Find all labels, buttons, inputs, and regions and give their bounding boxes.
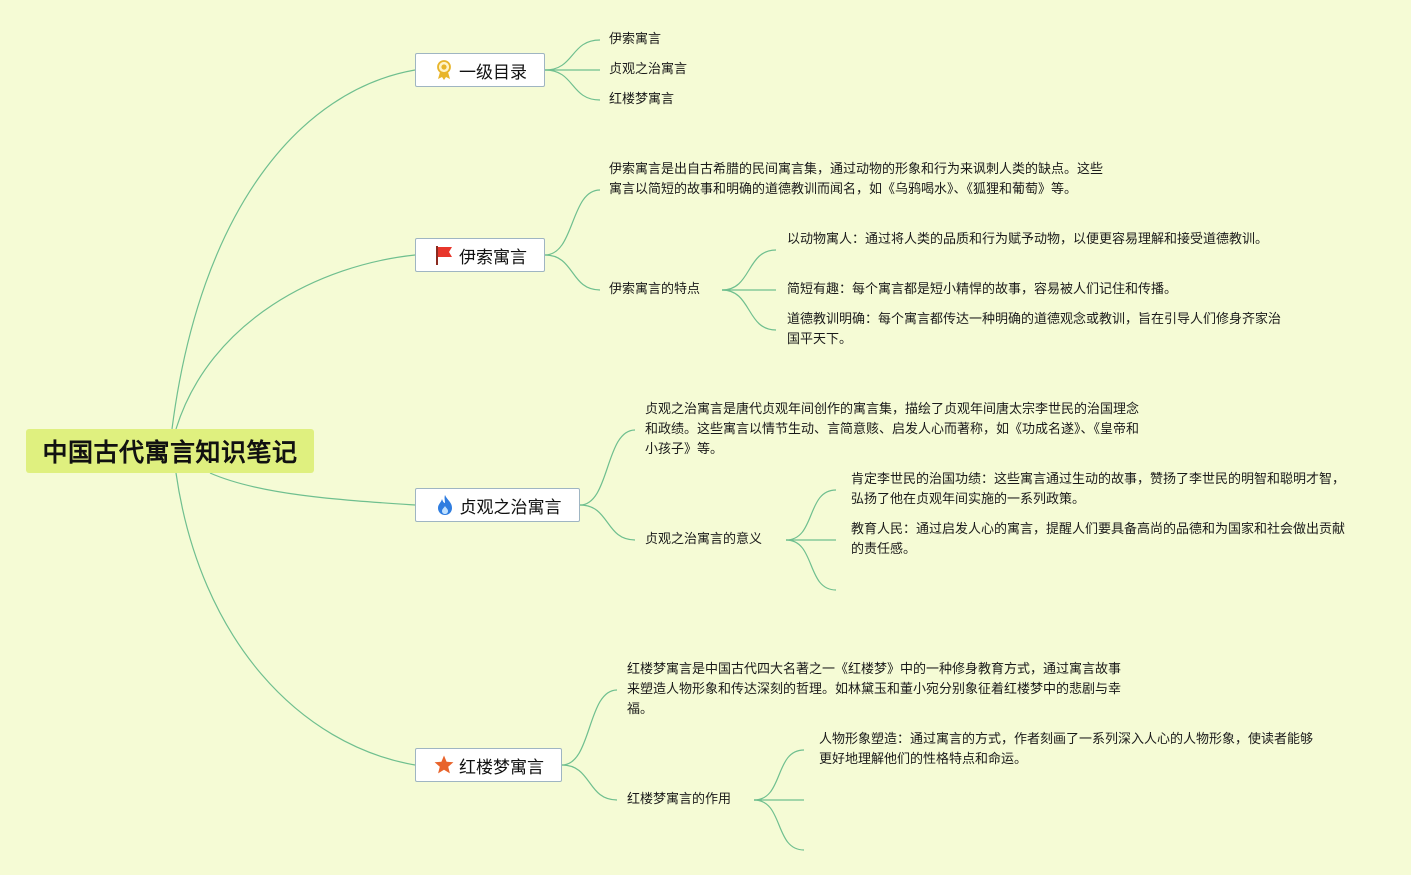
- branch-toc-title: 一级目录: [459, 62, 527, 83]
- zhenguan-significance-1[interactable]: 肯定李世民的治国功绩：这些寓言通过生动的故事，赞扬了李世民的明智和聪明才智，弘扬…: [851, 472, 1346, 507]
- connector-honglou-sub-3: [753, 799, 805, 851]
- toc-item-2[interactable]: 贞观之治寓言: [609, 62, 688, 77]
- root-topic[interactable]: 中国古代寓言知识笔记: [26, 429, 314, 473]
- connector-zhenguan-desc: [579, 429, 636, 506]
- honglou-function-title[interactable]: 红楼梦寓言的作用: [627, 792, 732, 807]
- connector-root-zhenguan: [209, 472, 416, 506]
- connector-aesop-sub-1: [721, 249, 777, 291]
- aesop-description[interactable]: 伊索寓言是出自古希腊的民间寓言集，通过动物的形象和行为来讽刺人类的缺点。这些寓言…: [609, 162, 1104, 197]
- aesop-feature-1[interactable]: 以动物寓人：通过将人类的品质和行为赋予动物，以便更容易理解和接受道德教训。: [787, 232, 1269, 247]
- flame-icon: [434, 494, 456, 516]
- award-ribbon-icon: [433, 59, 455, 81]
- honglou-function-1[interactable]: 人物形象塑造：通过寓言的方式，作者刻画了一系列深入人心的人物形象，使读者能够更好…: [819, 732, 1314, 767]
- aesop-feature-2[interactable]: 简短有趣：每个寓言都是短小精悍的故事，容易被人们记住和传播。: [787, 282, 1178, 297]
- branch-aesop-title: 伊索寓言: [459, 247, 527, 268]
- connector-honglou-sub: [561, 764, 618, 801]
- zhenguan-significance-2[interactable]: 教育人民：通过启发人心的寓言，提醒人们要具备高尚的品德和为国家和社会做出贡献的责…: [851, 522, 1346, 557]
- branch-honglou[interactable]: 红楼梦寓言: [415, 748, 562, 782]
- zhenguan-description[interactable]: 贞观之治寓言是唐代贞观年间创作的寓言集，描绘了贞观年间唐太宗李世民的治国理念和政…: [645, 402, 1140, 457]
- connector-root-toc: [171, 69, 416, 430]
- toc-item-1[interactable]: 伊索寓言: [609, 32, 662, 47]
- connector-root-aesop: [175, 254, 416, 430]
- aesop-features-title[interactable]: 伊索寓言的特点: [609, 282, 701, 297]
- connector-zhenguan-sub-1: [785, 489, 837, 541]
- connector-aesop-desc: [544, 189, 601, 256]
- connector-honglou-sub-1: [753, 749, 805, 801]
- connector-zhenguan-sub: [579, 504, 636, 541]
- toc-item-3[interactable]: 红楼梦寓言: [609, 92, 675, 107]
- branch-honglou-title: 红楼梦寓言: [459, 757, 544, 778]
- branch-zhenguan-title: 贞观之治寓言: [459, 497, 562, 518]
- connector-honglou-desc: [561, 689, 618, 766]
- star-icon: [433, 754, 455, 776]
- root-title: 中国古代寓言知识笔记: [42, 438, 298, 467]
- branch-toc[interactable]: 一级目录: [415, 53, 545, 87]
- connector-toc-item-1: [544, 39, 601, 71]
- aesop-feature-3[interactable]: 道德教训明确：每个寓言都传达一种明确的道德观念或教训，旨在引导人们修身齐家治国平…: [787, 312, 1282, 347]
- honglou-description[interactable]: 红楼梦寓言是中国古代四大名著之一《红楼梦》中的一种修身教育方式，通过寓言故事来塑…: [627, 662, 1122, 717]
- connector-zhenguan-sub-3: [785, 539, 837, 591]
- connector-toc-item-3: [544, 69, 601, 101]
- connector-aesop-sub: [544, 254, 601, 291]
- branch-zhenguan[interactable]: 贞观之治寓言: [415, 488, 580, 522]
- branch-aesop[interactable]: 伊索寓言: [415, 238, 545, 272]
- red-flag-icon: [433, 244, 455, 266]
- connector-aesop-sub-3: [721, 289, 777, 331]
- zhenguan-significance-title[interactable]: 贞观之治寓言的意义: [645, 532, 763, 547]
- connector-root-honglou: [175, 472, 416, 766]
